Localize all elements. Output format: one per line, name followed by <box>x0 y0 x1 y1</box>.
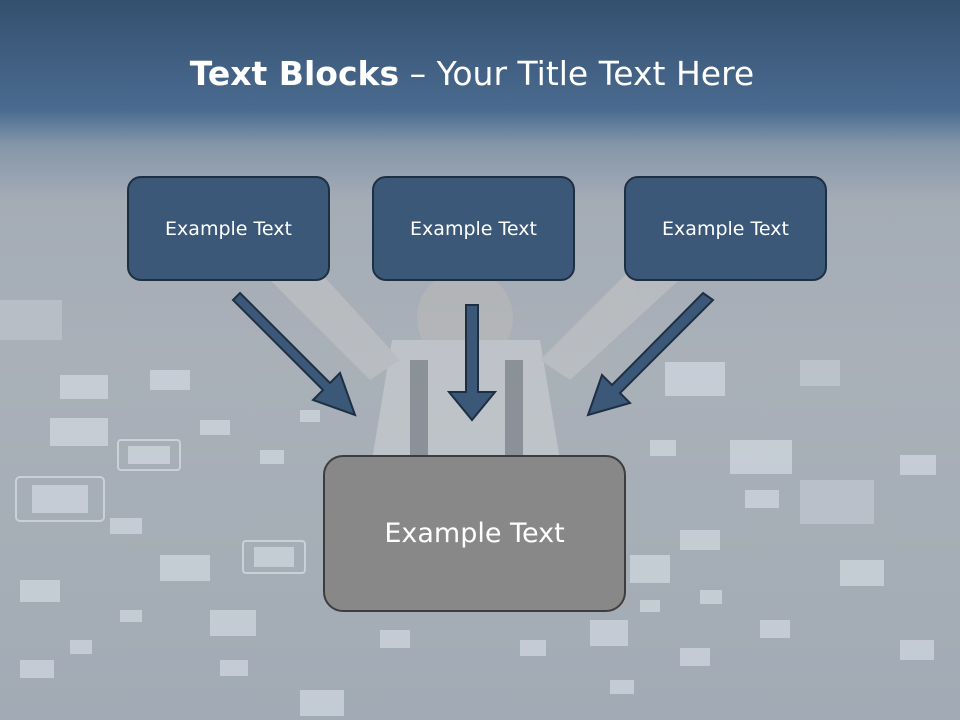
text-block-right[interactable]: Example Text <box>624 176 827 281</box>
title-bold-part: Text Blocks <box>189 54 400 93</box>
text-block-left-label: Example Text <box>165 217 292 240</box>
arrow-center-icon <box>446 304 498 422</box>
text-block-center-label: Example Text <box>410 217 537 240</box>
title-rest: Your Title Text Here <box>436 54 755 93</box>
arrow-left-icon <box>231 291 357 417</box>
text-block-left[interactable]: Example Text <box>127 176 330 281</box>
text-block-center[interactable]: Example Text <box>372 176 575 281</box>
envelope-icons <box>0 300 936 716</box>
arrow-right-icon <box>586 291 715 417</box>
title-dash: – <box>399 54 437 93</box>
text-block-right-label: Example Text <box>662 217 789 240</box>
slide-title: Text Blocks – Your Title Text Here <box>0 54 944 93</box>
text-block-bottom[interactable]: Example Text <box>323 455 626 612</box>
text-block-bottom-label: Example Text <box>384 518 565 549</box>
